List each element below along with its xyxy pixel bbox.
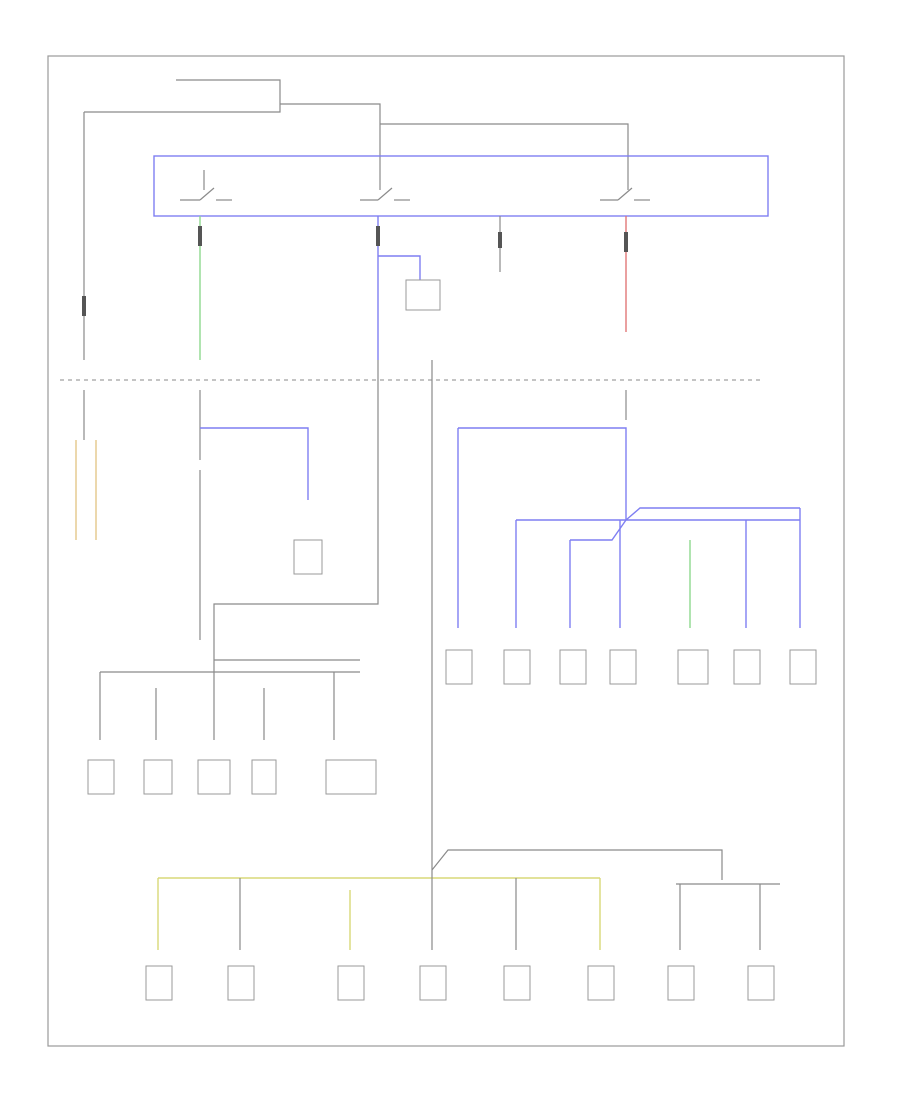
yellow-drops: [157, 878, 601, 950]
top-right-wire: [380, 123, 629, 160]
right-components: [445, 649, 817, 685]
mid-branch-wires: [99, 660, 335, 740]
mid-components: [87, 759, 377, 795]
right-blue-curve: [570, 519, 627, 541]
ignition-switch-box: [153, 155, 769, 217]
right-blue-bus: [458, 427, 627, 520]
relay-left: [293, 539, 323, 575]
right-blue-branches: [515, 508, 801, 628]
connector-markers: [82, 226, 628, 316]
blue-relay-wire: [200, 427, 309, 500]
switch-contact-2: [360, 160, 410, 201]
top-branch-wire: [280, 103, 381, 160]
return-wire: [213, 360, 379, 660]
orange-wire-pair: [75, 440, 97, 540]
diagram-frame: [47, 55, 845, 1047]
bottom-gray-drops: [239, 870, 517, 950]
switch-contact-1: [180, 170, 232, 201]
top-feed-wire: [84, 79, 281, 113]
switch-contact-3: [600, 160, 650, 201]
bottom-right-wires: [431, 849, 780, 950]
relay-component: [405, 279, 441, 311]
blue-branch-wire: [378, 255, 421, 280]
bottom-components: [145, 965, 775, 1001]
right-blue-upper: [625, 507, 800, 521]
